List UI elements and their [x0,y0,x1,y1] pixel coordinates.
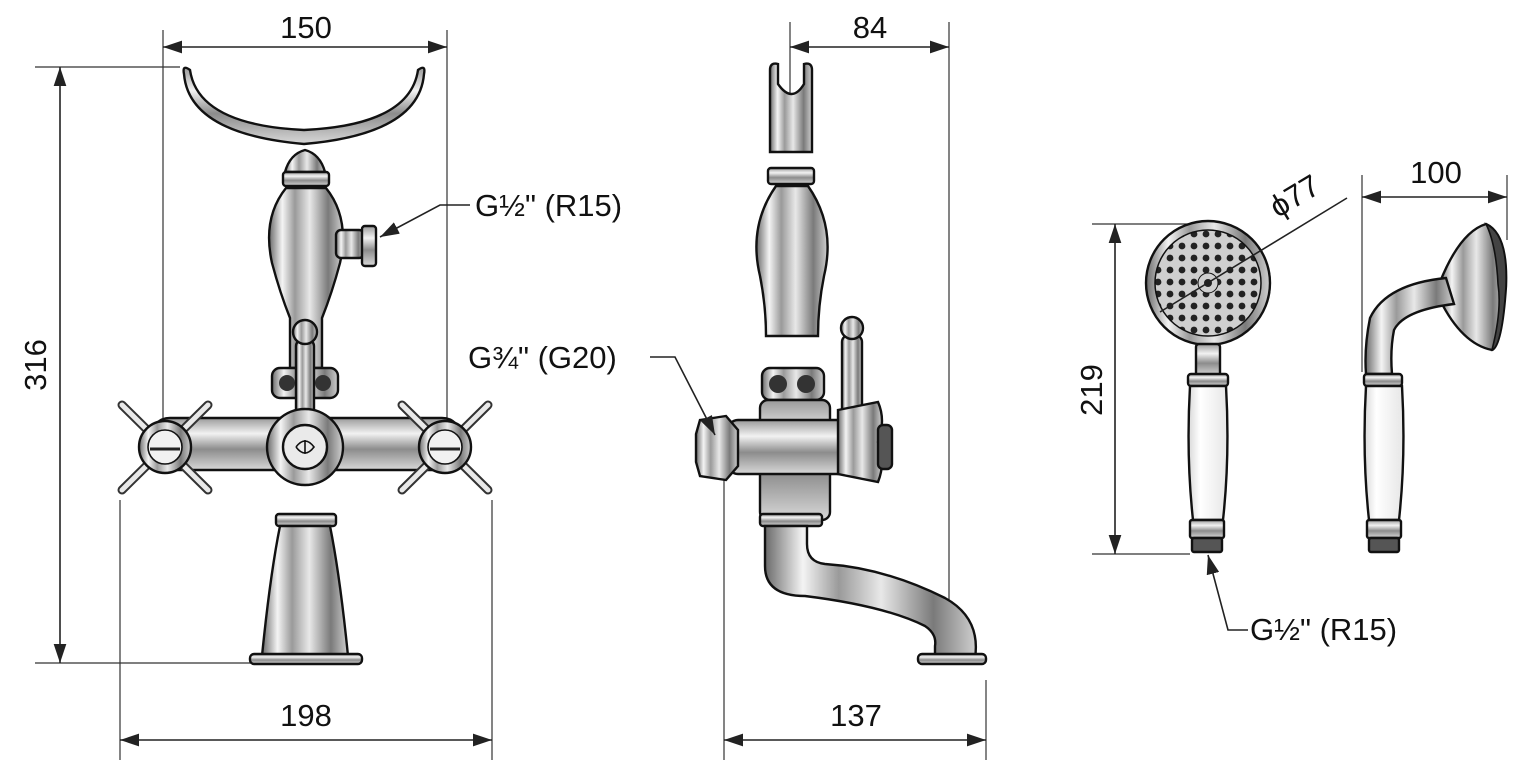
right-cross-handle [397,400,493,495]
handshower-connection-callout: G½" (R15) [1250,612,1397,647]
side-inlet-callout: G¾" (G20) [468,340,617,375]
front-outlet-callout: G½" (R15) [475,188,622,223]
dim-316-label: 316 [18,339,53,391]
left-cross-handle [117,400,213,495]
dim-219-label: 219 [1074,364,1109,416]
dim-line-diameter [1159,197,1348,313]
dim-198-label: 198 [280,698,332,733]
dim-84-label: 84 [853,10,887,45]
handshower-front-view [1092,197,1348,631]
front-view [35,30,493,760]
dim-137-label: 137 [830,698,882,733]
dim-150-label: 150 [280,10,332,45]
handshower-side-view [1361,175,1508,554]
side-view [650,22,988,760]
dim-100-label: 100 [1410,155,1462,190]
